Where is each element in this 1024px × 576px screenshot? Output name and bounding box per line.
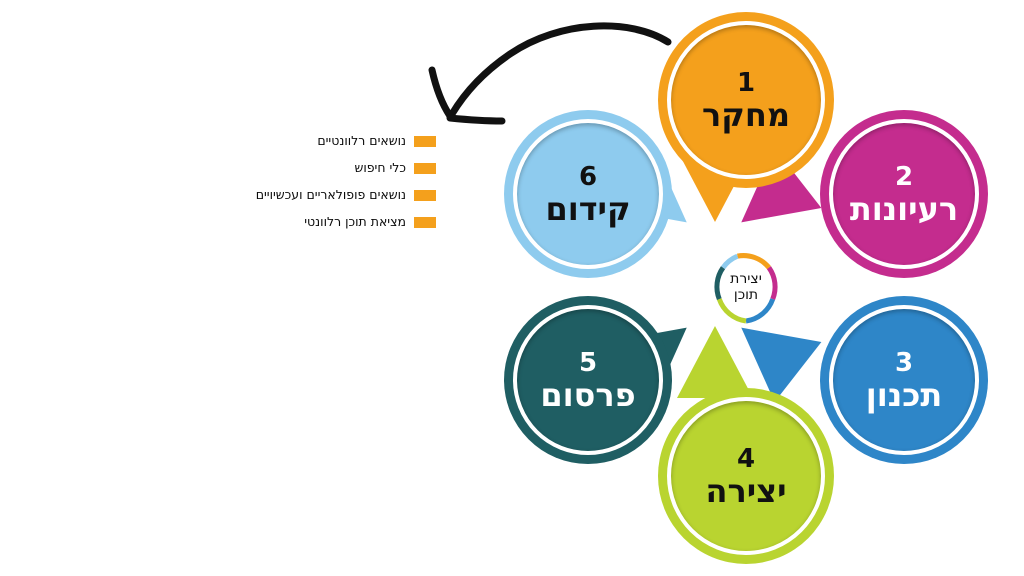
hub-title: יצירת תוכן bbox=[730, 272, 762, 303]
step-name: פרסום bbox=[540, 375, 636, 414]
step-circle-2[interactable]: 2 רעיונות bbox=[820, 110, 988, 278]
legend-item-label: נושאים רלוונטיים bbox=[317, 132, 406, 148]
step-circle-5-inner bbox=[513, 305, 663, 455]
step-circle-5[interactable]: 5 פרסום bbox=[504, 296, 672, 464]
step-circle-4-inner bbox=[667, 397, 825, 555]
step-name: יצירה bbox=[705, 471, 787, 510]
connector-triangle-4 bbox=[677, 326, 753, 398]
step-circle-6[interactable]: 6 קידום bbox=[504, 110, 672, 278]
legend-item-label: נושאים פופולאריים ועכשיויים bbox=[255, 186, 406, 202]
orange-square-marker-icon bbox=[414, 216, 436, 228]
step-number: 6 bbox=[578, 161, 598, 192]
step-circle-4[interactable]: 4 יצירה bbox=[658, 388, 834, 564]
hub-title-line-1: יצירת bbox=[730, 271, 762, 288]
hub-title-line-2: תוכן bbox=[733, 287, 759, 303]
step-number: 1 bbox=[736, 67, 756, 98]
step-circle-3[interactable]: 3 תכנון bbox=[820, 296, 988, 464]
list-item: נושאים פופולאריים ועכשיויים bbox=[176, 182, 436, 208]
step-circle-1-label: 1 מחקר bbox=[702, 70, 790, 131]
step-number: 3 bbox=[894, 347, 914, 378]
hub-ring-icon bbox=[714, 253, 778, 324]
step-circle-5-label: 5 פרסום bbox=[540, 350, 635, 411]
step-name: תכנון bbox=[865, 375, 943, 414]
step-circle-6-label: 6 קידום bbox=[545, 164, 630, 225]
step-number: 5 bbox=[578, 347, 598, 378]
step-circle-6-inner bbox=[513, 119, 663, 269]
step-circle-2-label: 2 רעיונות bbox=[850, 164, 958, 225]
legend: נושאים רלוונטיים כלי חיפוש נושאים פופולא… bbox=[176, 128, 436, 236]
list-item: מציאת תוכן רלוונטי bbox=[176, 209, 436, 235]
center-hub: יצירת תוכן bbox=[707, 249, 785, 327]
step-circle-1-inner bbox=[667, 21, 825, 179]
step-circle-2-inner bbox=[829, 119, 979, 269]
orange-square-marker-icon bbox=[414, 189, 436, 201]
orange-square-marker-icon bbox=[414, 135, 436, 147]
step-circle-1[interactable]: 1 מחקר bbox=[658, 12, 834, 188]
step-number: 2 bbox=[894, 161, 914, 192]
step-circle-4-label: 4 יצירה bbox=[706, 446, 787, 507]
list-item: נושאים רלוונטיים bbox=[176, 128, 436, 154]
step-number: 4 bbox=[736, 443, 756, 474]
orange-square-marker-icon bbox=[414, 162, 436, 174]
legend-item-label: מציאת תוכן רלוונטי bbox=[304, 213, 406, 229]
step-circle-3-label: 3 תכנון bbox=[866, 350, 942, 411]
step-name: רעיונות bbox=[849, 189, 959, 228]
step-circle-3-inner bbox=[829, 305, 979, 455]
cycle-diagram: 1 מחקר 2 רעיונות 3 תכנון 4 יצירה bbox=[460, 0, 1024, 576]
list-item: כלי חיפוש bbox=[176, 155, 436, 181]
legend-item-label: כלי חיפוש bbox=[354, 159, 406, 175]
step-name: מחקר bbox=[702, 95, 790, 134]
step-name: קידום bbox=[545, 189, 631, 228]
